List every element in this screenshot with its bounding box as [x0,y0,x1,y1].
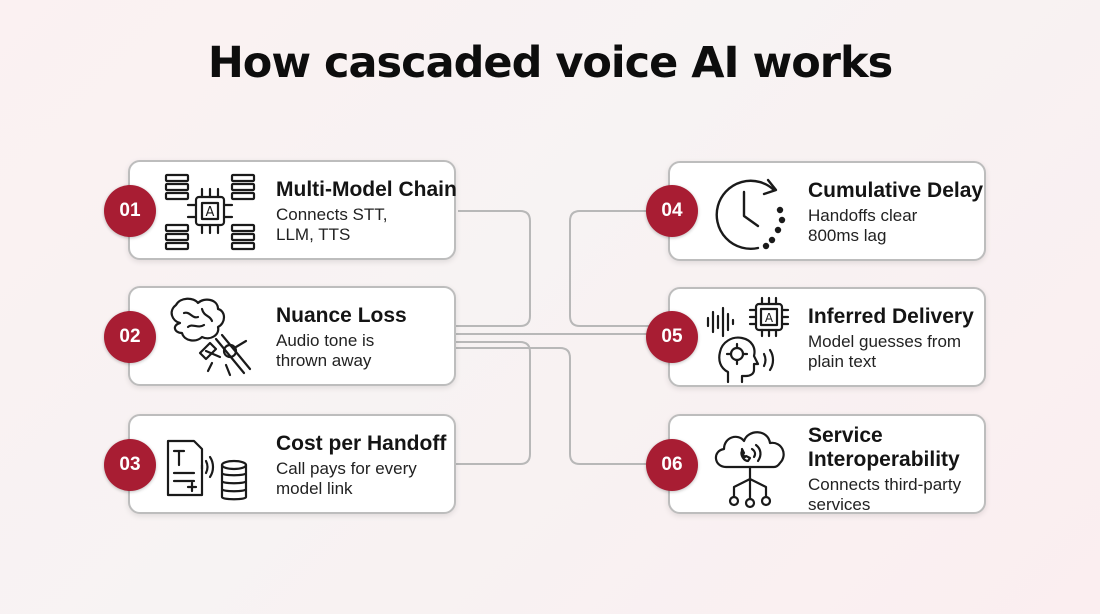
desc-line-2: services [808,495,871,514]
card-heading: Cumulative Delay [808,179,984,202]
card-heading: Inferred Delivery [808,305,974,328]
card-service-interoperability: Service Interoperability Connects third-… [668,414,986,514]
card-text: Multi-Model Chain Connects STT,LLM, TTS [276,178,466,245]
page-title: How cascaded voice AI works [207,38,893,88]
card-heading: Nuance Loss [276,304,407,327]
desc-line-2: 800ms lag [808,226,887,245]
ai-chip-servers-icon: A [160,167,260,257]
svg-text:A: A [206,205,215,220]
document-coins-icon [160,421,260,511]
number-badge-03: 03 [104,439,156,491]
desc-line-2: model link [276,479,353,498]
card-heading: Multi-Model Chain [276,178,457,201]
desc-line-1: Model guesses from [808,332,962,351]
desc-line-1: Connects STT, [276,205,388,224]
number-badge-01: 01 [104,185,156,237]
desc-line-1: Audio tone is [276,331,375,350]
card-text: Service Interoperability Connects third-… [808,424,998,515]
voice-ai-head-icon: A [704,294,804,384]
desc-line-2: LLM, TTS [276,225,351,244]
cloud-network-icon [704,421,804,511]
card-multi-model-chain: A Multi-Model Chain Connects STT,LLM, TT… [128,160,457,260]
desc-line-2: plain text [808,352,877,371]
number-badge-04: 04 [646,185,698,237]
number-badge-06: 06 [646,439,698,491]
clock-icon [704,168,804,258]
card-heading: Service [808,424,883,447]
desc-line-1: Handoffs clear [808,206,918,225]
desc-line-1: Call pays for every [276,459,417,478]
card-description: Connects STT,LLM, TTS [276,205,466,245]
number-badge-02: 02 [104,311,156,363]
desc-line-1: Connects third-party [808,475,962,494]
desc-line-2: thrown away [276,351,372,370]
brain-broken-link-icon [160,293,260,383]
svg-text:A: A [765,311,774,325]
card-heading-line-2: Interoperability [808,448,960,471]
number-badge-05: 05 [646,311,698,363]
card-heading: Cost per Handoff [276,432,447,455]
